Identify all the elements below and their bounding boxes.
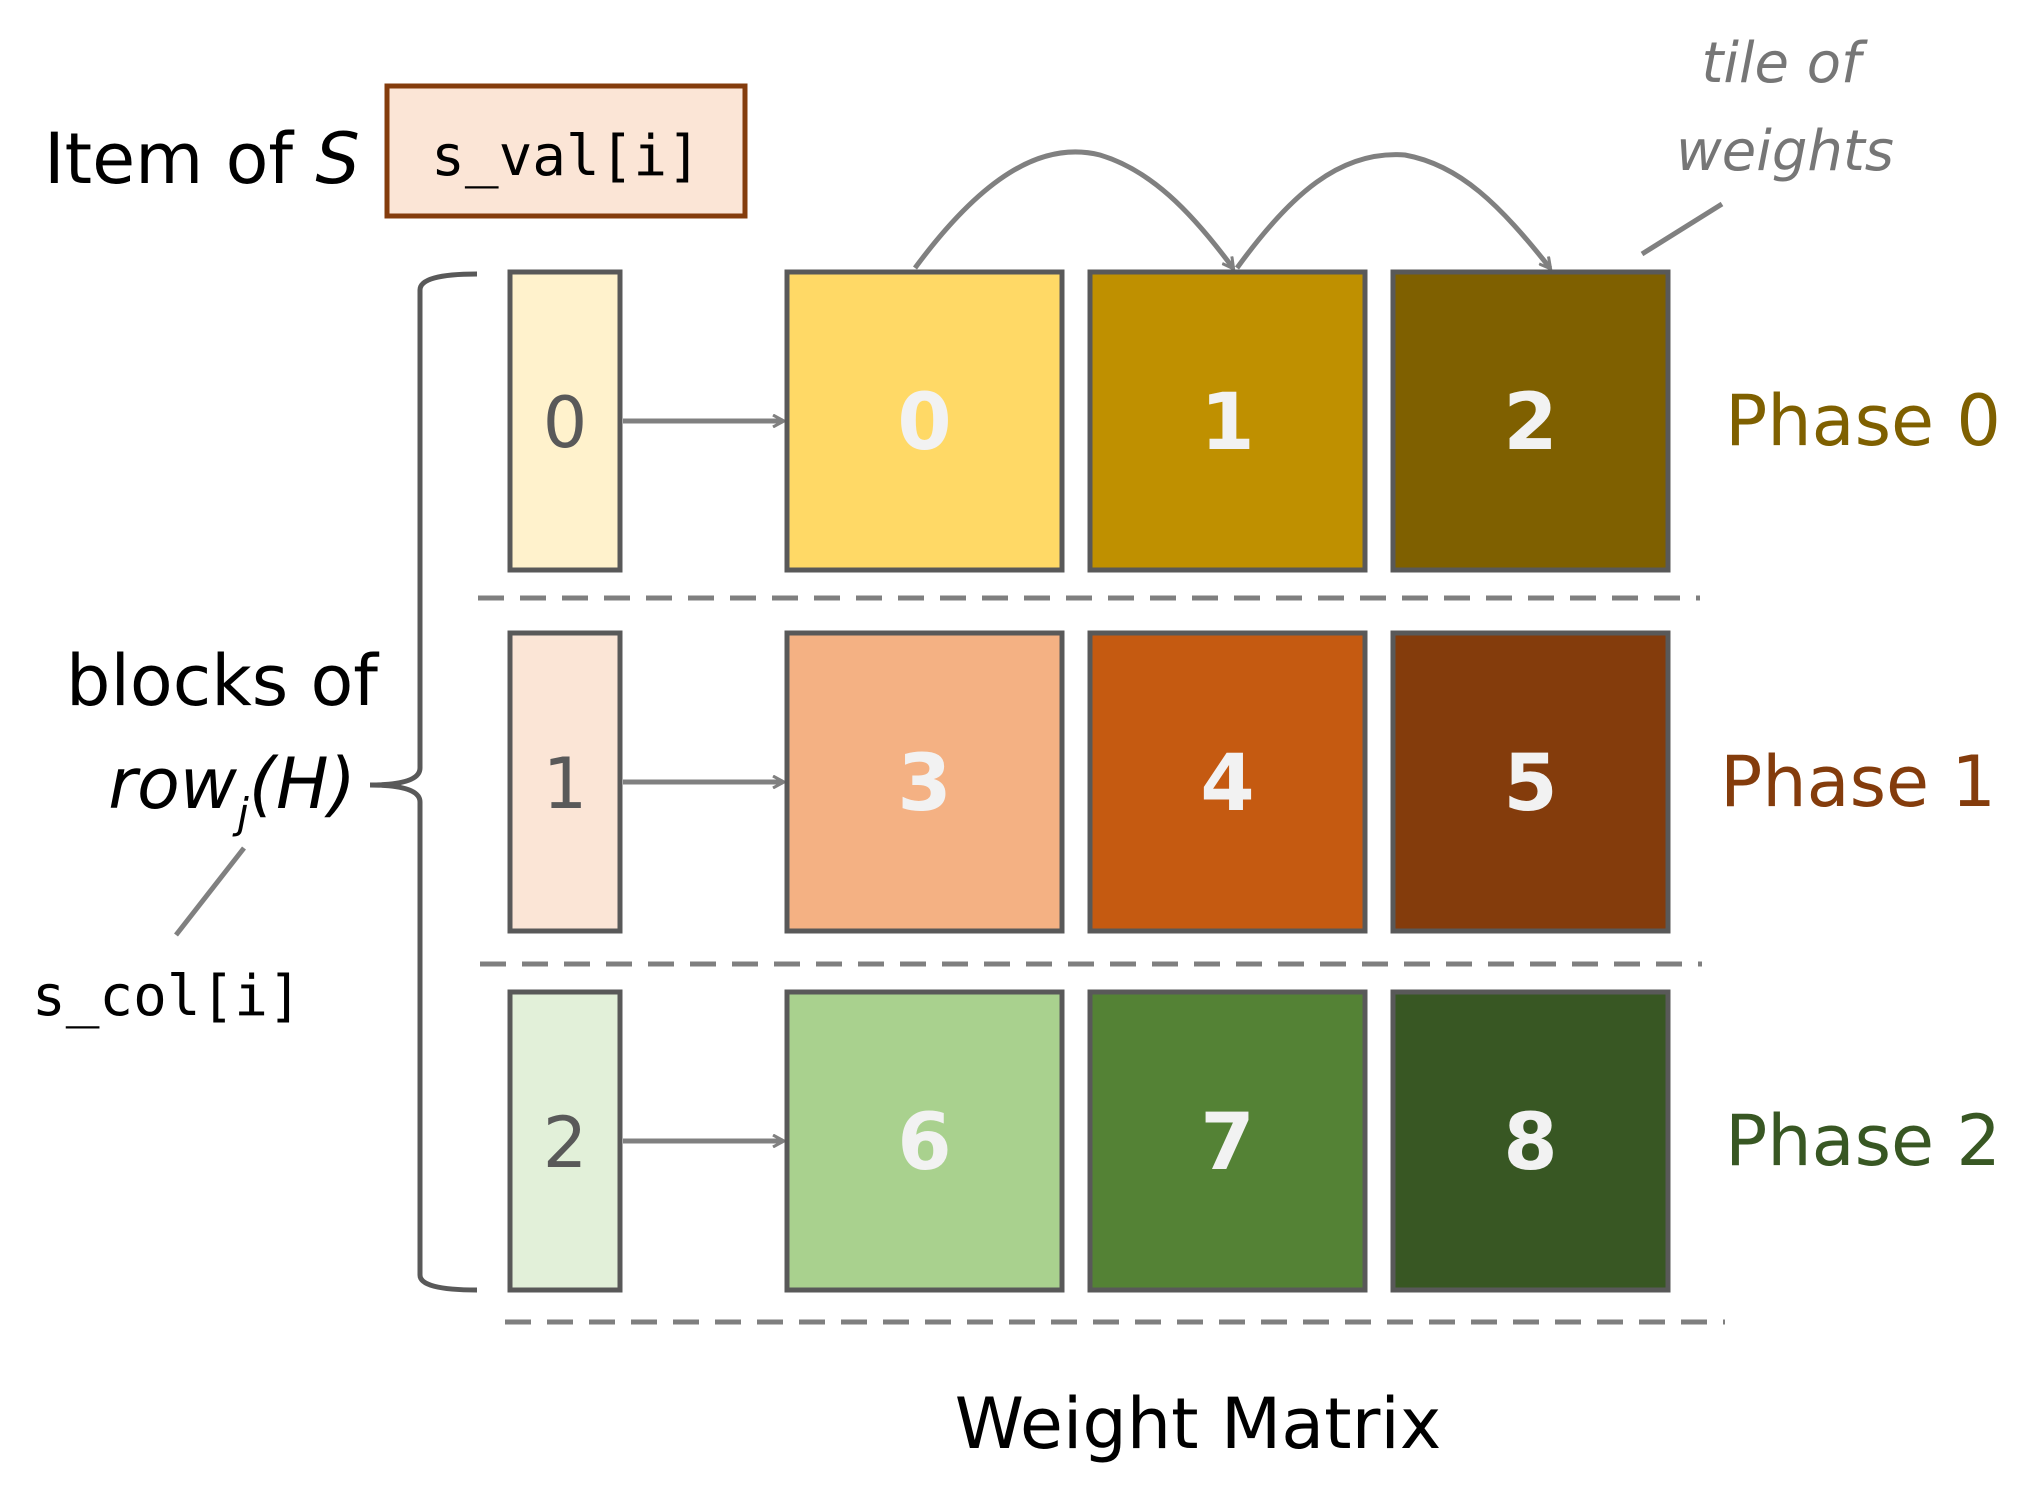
phase-row-1: 1 3 4 5 Phase 1 bbox=[480, 630, 1996, 967]
blocks-brace bbox=[369, 271, 478, 1293]
weight-tile-label-0: 0 bbox=[897, 378, 951, 468]
weight-tile-8 bbox=[1390, 989, 1671, 1293]
curved-arrow-tile-0-to-1 bbox=[912, 149, 1233, 268]
weight-tile-label-6: 6 bbox=[897, 1098, 951, 1188]
tile-annotation-line-2: weights bbox=[1676, 119, 1894, 184]
row-block-index-1: 1 bbox=[543, 743, 588, 825]
tile-of-weights-annotation: tile of weights bbox=[1676, 31, 1894, 184]
weight-tile-2 bbox=[1390, 269, 1671, 573]
weight-tile-6 bbox=[784, 989, 1065, 1293]
item-of-s-label: Item of S bbox=[44, 118, 360, 200]
s-val-box bbox=[384, 83, 748, 219]
weight-tile-label-4: 4 bbox=[1200, 739, 1254, 829]
weight-matrix-title: Weight Matrix bbox=[955, 1383, 1442, 1465]
phase-row-2: 2 6 7 8 Phase 2 bbox=[505, 989, 2001, 1325]
weight-tile-4 bbox=[1087, 630, 1368, 934]
weight-tile-0 bbox=[784, 269, 1065, 573]
row-block-index-0: 0 bbox=[543, 382, 588, 464]
phase-rows: 0 0 1 2 Phase 0 1 3 4 5 Phase 1 2 6 7 8 Phase 2 bbox=[478, 269, 2001, 1325]
row-block-2 bbox=[507, 989, 623, 1293]
weight-tile-label-2: 2 bbox=[1503, 378, 1557, 468]
weight-tile-label-3: 3 bbox=[897, 739, 951, 829]
phase-row-0: 0 0 1 2 Phase 0 bbox=[478, 269, 2001, 601]
weight-tile-3 bbox=[784, 630, 1065, 934]
s-col-label: s_col[i] bbox=[32, 964, 302, 1029]
weight-tile-label-8: 8 bbox=[1503, 1098, 1557, 1188]
s-val-label: s_val[i] bbox=[431, 124, 701, 189]
blocks-of-label: blocks of bbox=[66, 640, 379, 722]
weight-tile-label-7: 7 bbox=[1200, 1098, 1254, 1188]
tile-annotation-line-1: tile of bbox=[1701, 31, 1868, 96]
s-col-pointer bbox=[174, 846, 246, 937]
phase-label-1: Phase 1 bbox=[1720, 741, 1996, 823]
weight-tile-label-1: 1 bbox=[1200, 378, 1254, 468]
row-block-0 bbox=[507, 269, 623, 573]
phase-label-2: Phase 2 bbox=[1725, 1100, 2001, 1182]
weight-tile-5 bbox=[1390, 630, 1671, 934]
weight-tile-7 bbox=[1087, 989, 1368, 1293]
phase-label-0: Phase 0 bbox=[1725, 380, 2001, 462]
row-block-1 bbox=[507, 630, 623, 934]
tile-annotation-pointer bbox=[1640, 201, 1724, 257]
curved-arrow-tile-1-to-2 bbox=[1234, 152, 1550, 268]
weight-tile-1 bbox=[1087, 269, 1368, 573]
weight-tile-label-5: 5 bbox=[1503, 739, 1557, 829]
row-j-h-label: rowj(H) bbox=[108, 743, 356, 838]
row-block-index-2: 2 bbox=[543, 1102, 588, 1184]
